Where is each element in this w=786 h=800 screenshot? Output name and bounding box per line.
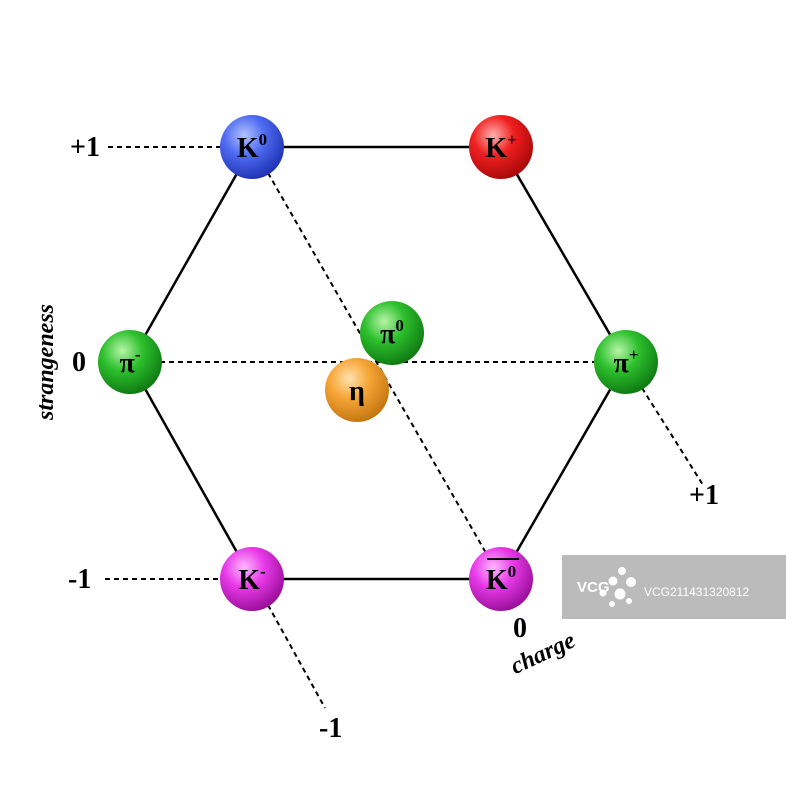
edge-kplus-piplus (499, 146, 628, 363)
guide-charge-0 (267, 172, 487, 554)
particle-kplus: K+ (469, 115, 533, 179)
particle-kminus-symbol: K (238, 565, 260, 596)
edge-kminus-piminus (128, 361, 254, 580)
hexagon-edges (128, 145, 628, 581)
particle-k0bar-superscript: 0 (508, 562, 517, 581)
particle-piplus-ball (594, 330, 658, 394)
particle-kminus-label: K- (238, 562, 266, 596)
strangeness-tick-0: 0 (72, 347, 86, 378)
watermark-box (562, 555, 786, 619)
particle-k0bar-symbol: K (486, 565, 508, 596)
particle-k0-label: K0 (237, 130, 267, 164)
particle-pi0: π0 (360, 301, 424, 365)
particle-k0bar-ball (469, 547, 533, 611)
charge-tick-0: 0 (513, 613, 527, 644)
particle-kminus-ball (220, 547, 284, 611)
particle-piminus-symbol: π (119, 348, 135, 379)
particle-kplus-superscript: + (507, 130, 517, 149)
particle-eta: η (325, 358, 389, 422)
particle-pi0-label: π0 (380, 316, 404, 350)
guide-charge-minus1 (267, 604, 326, 709)
charge-tick-plus1: +1 (689, 480, 719, 511)
edge-piplus-k0bar (499, 361, 628, 580)
particle-eta-symbol: η (349, 376, 365, 407)
particle-piplus-superscript: + (629, 345, 639, 364)
particle-piplus-label: π+ (613, 345, 638, 379)
particle-kplus-label: K+ (485, 130, 516, 164)
particle-pi0-symbol: π (380, 319, 396, 350)
particle-piplus: π+ (594, 330, 658, 394)
particle-kminus-superscript: - (260, 562, 266, 581)
charge-tick-minus1: -1 (319, 713, 342, 744)
particle-kplus-symbol: K (485, 133, 507, 164)
particle-k0bar-label: K0 (486, 562, 516, 596)
guide-charge-plus1 (641, 387, 704, 486)
particle-k0-symbol: K (237, 133, 259, 164)
particle-k0bar: K0 (469, 547, 533, 611)
particle-piminus-ball (98, 330, 162, 394)
strangeness-tick-minus1: -1 (68, 564, 91, 595)
particle-kplus-ball (469, 115, 533, 179)
particle-pi0-superscript: 0 (395, 316, 404, 335)
strangeness-axis-title: strangeness (33, 304, 59, 421)
particle-piminus-label: π- (119, 345, 140, 379)
particle-k0-ball (220, 115, 284, 179)
watermark-code: VCG211431320812 (644, 585, 750, 599)
particle-k0: K0 (220, 115, 284, 179)
vcg-logo-icon (599, 567, 636, 607)
edge-piminus-k0 (128, 146, 254, 363)
particle-pi0-ball (360, 301, 424, 365)
particle-piminus: π- (98, 330, 162, 394)
axis-guides (105, 146, 704, 709)
watermark: VCG VCG211431320812 (562, 555, 786, 619)
particle-eta-label: η (349, 376, 365, 407)
particle-piminus-superscript: - (135, 345, 141, 364)
particle-kminus: K- (220, 547, 284, 611)
axis-ticks: +1 0 -1 -1 0 +1 (68, 132, 719, 744)
particle-piplus-symbol: π (613, 348, 629, 379)
particle-eta-ball (325, 358, 389, 422)
particle-k0-superscript: 0 (259, 130, 268, 149)
strangeness-tick-plus1: +1 (70, 132, 100, 163)
